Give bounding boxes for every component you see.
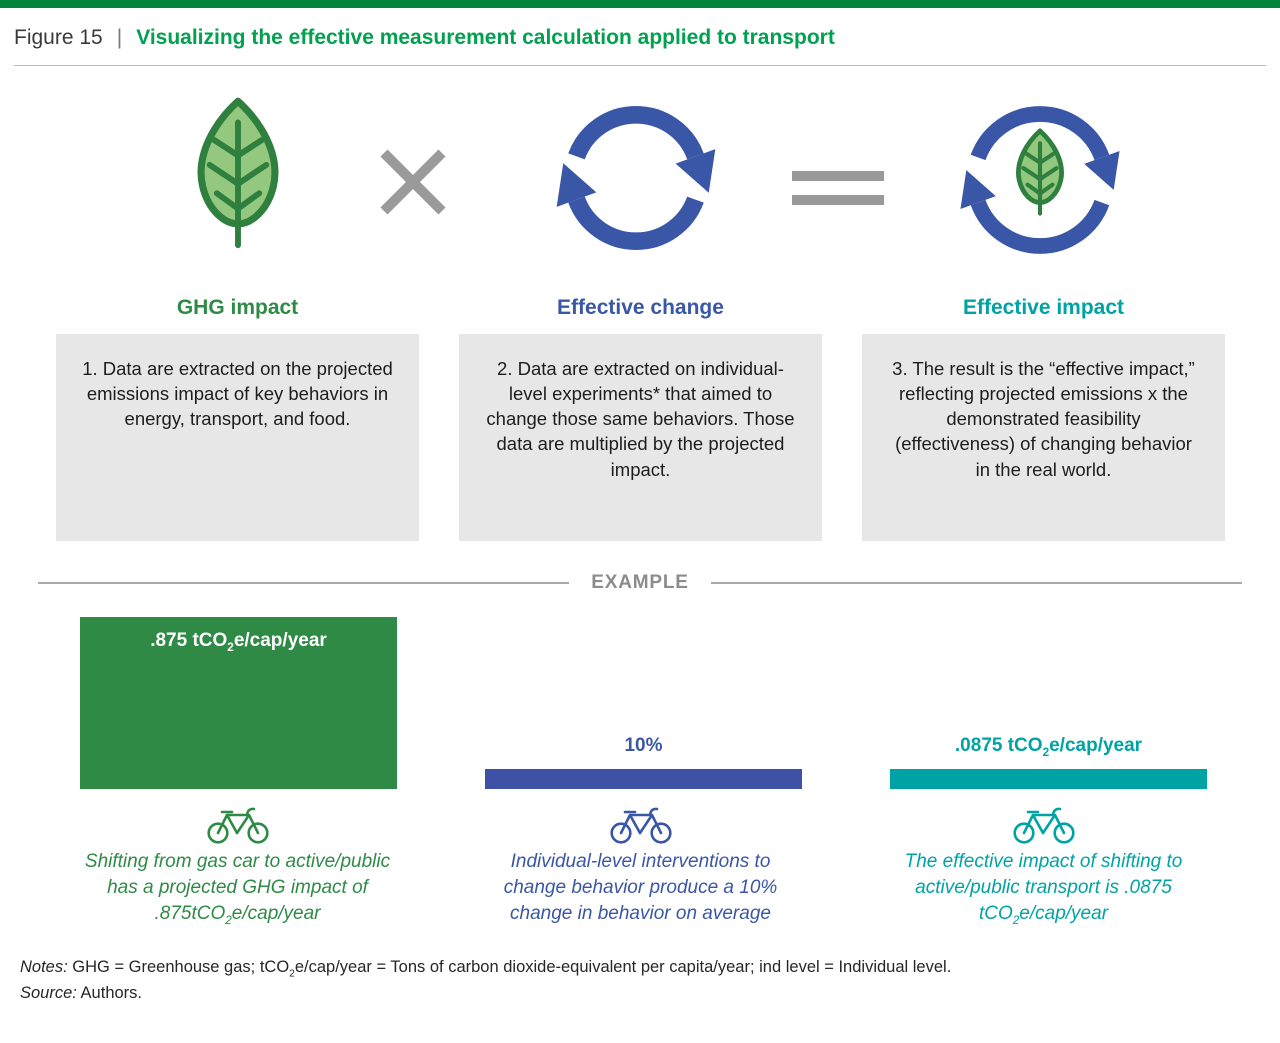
effective-impact-bar	[890, 769, 1207, 789]
ghg-impact-bar: .875 tCO2e/cap/year	[80, 617, 397, 789]
effective-impact-bar-value: .0875 tCO2e/cap/year	[954, 735, 1143, 759]
label-effective-impact: Effective impact	[962, 296, 1125, 319]
figure-footer: Notes: GHG = Greenhouse gas; tCO2e/cap/y…	[20, 954, 1280, 1007]
label-ghg-impact: GHG impact	[176, 296, 299, 319]
caption-effective-change: Individual-level interventions to change…	[503, 851, 778, 925]
figure-separator: |	[116, 26, 123, 49]
equals-icon	[790, 168, 886, 213]
leaf-icon	[179, 94, 297, 255]
effective-change-bar-value: 10%	[624, 735, 663, 756]
cycle-arrows-icon	[548, 90, 724, 271]
figure-page: Figure 15 | Visualizing the effective meas…	[0, 0, 1280, 1007]
formula-icons-row	[0, 80, 1280, 292]
example-captions-row: Shifting from gas car to active/public h…	[56, 849, 1280, 928]
bicycle-icon-teal	[862, 801, 1225, 845]
description-box-3: 3. The result is the “effective impact,”…	[862, 334, 1225, 541]
ghg-impact-bar-value: .875 tCO2e/cap/year	[150, 630, 327, 654]
divider-line-right	[710, 582, 1243, 584]
figure-label: Figure 15	[14, 26, 103, 49]
notes-line: Notes: GHG = Greenhouse gas; tCO2e/cap/y…	[20, 957, 952, 979]
caption-ghg-impact: Shifting from gas car to active/public h…	[84, 851, 391, 928]
multiply-icon	[377, 146, 449, 223]
description-box-2: 2. Data are extracted on individual-leve…	[459, 334, 822, 541]
caption-effective-impact: The effective impact of shifting to acti…	[904, 851, 1183, 928]
formula-labels-row: GHG impact Effective change Effective im…	[56, 296, 1280, 320]
example-divider-label: EXAMPLE	[591, 572, 689, 593]
effective-change-bar	[485, 769, 802, 789]
figure-title: Visualizing the effective measurement ca…	[136, 26, 835, 49]
description-box-1: 1. Data are extracted on the projected e…	[56, 334, 419, 541]
bicycle-icon-blue	[459, 801, 822, 845]
top-accent-bar	[0, 0, 1280, 8]
example-divider: EXAMPLE	[38, 571, 1243, 595]
description-boxes-row: 1. Data are extracted on the projected e…	[56, 334, 1280, 541]
divider-line-left	[38, 582, 570, 584]
source-label: Source:	[20, 984, 77, 1003]
notes-label: Notes:	[20, 957, 68, 976]
bicycle-icons-row	[56, 801, 1280, 845]
bicycle-icon-green	[56, 801, 419, 845]
figure-header: Figure 15 | Visualizing the effective meas…	[14, 26, 1266, 66]
example-bars: .875 tCO2e/cap/year 10% .0875 tCO2e/cap/…	[0, 595, 1280, 793]
label-effective-change: Effective change	[557, 296, 724, 319]
leaf-cycle-icon	[946, 86, 1134, 279]
source-line: Source: Authors.	[20, 984, 142, 1003]
